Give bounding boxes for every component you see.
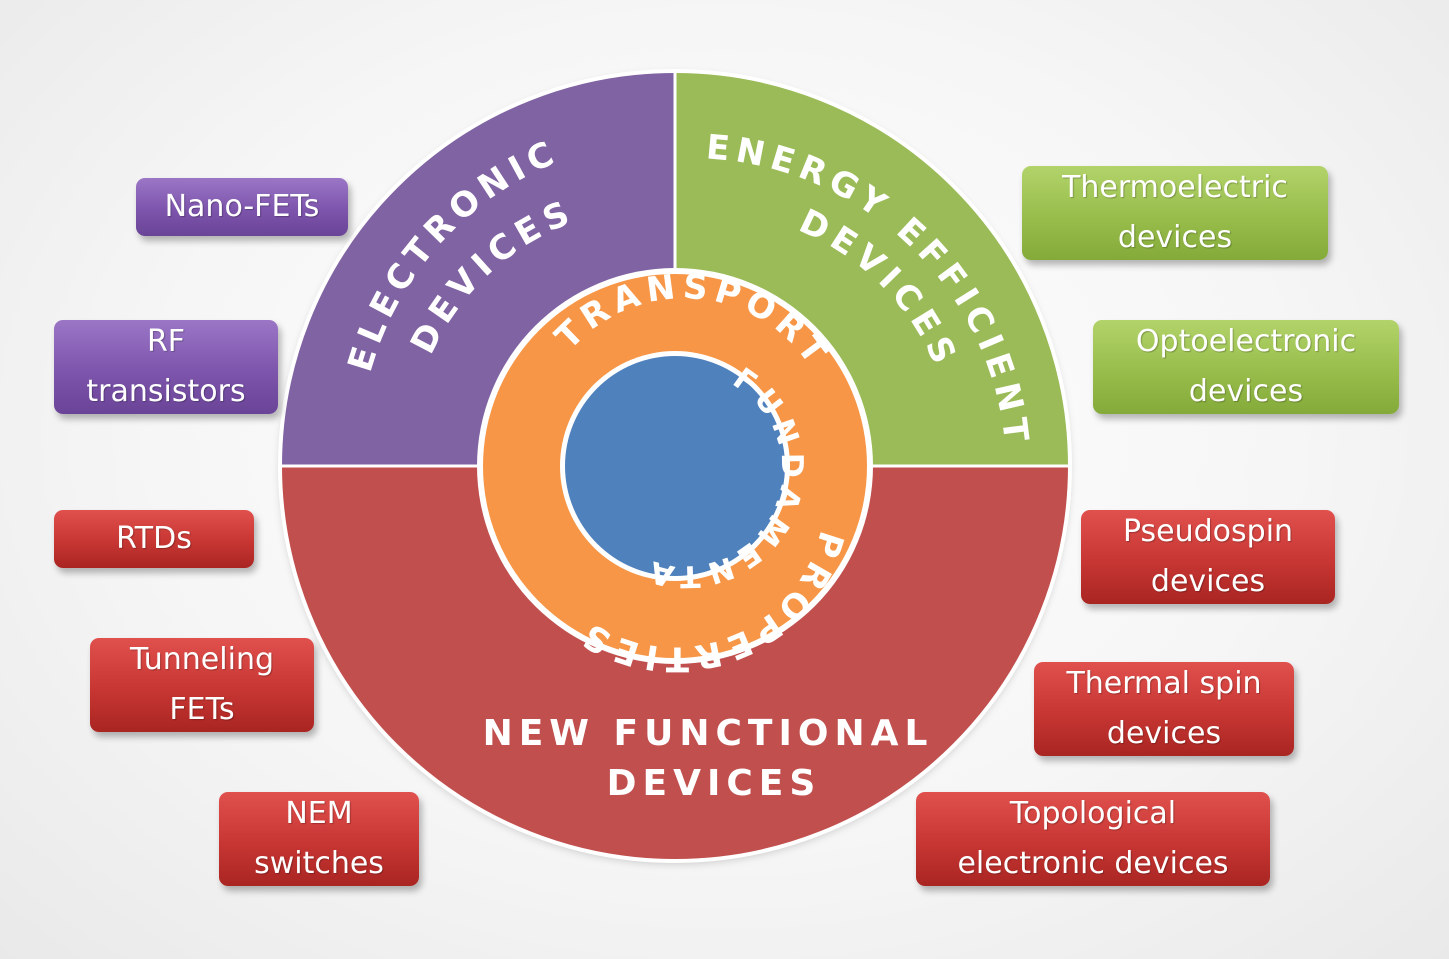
tag-line: RTDs [116,521,192,556]
tag-line: devices [1117,220,1233,255]
tag-pseudospin-devices: Pseudospin devices [1081,510,1335,604]
tag-rf-transistors: RF transistors [54,320,278,414]
tag-thermoelectric-devices: Thermoelectric devices [1022,166,1328,260]
tag-rtds: RTDs [54,510,254,568]
functional-line-2: DEVICES [607,763,822,804]
tag-thermal-spin-devices: Thermal spin devices [1034,662,1294,756]
tag-line: Pseudospin [1122,514,1294,549]
fundamentals-core [565,356,785,576]
tag-line: Tunneling [130,642,274,677]
tag-line: Optoelectronic [1135,324,1357,359]
tag-line: devices [1106,716,1222,751]
tag-optoelectronic-devices: Optoelectronic devices [1093,320,1399,414]
tag-line: devices [1188,374,1304,409]
tag-line: transistors [86,374,246,409]
tag-line: Topological [1009,796,1177,831]
tag-nano-fets: Nano-FETs [136,178,348,236]
tag-line: Nano-FETs [164,189,320,224]
tag-line: NEM [285,796,353,831]
tag-line: devices [1150,564,1266,599]
tag-nem-switches: NEM switches [219,792,419,886]
tag-topological-electronic-devices: Topological electronic devices [916,792,1270,886]
tag-line: electronic devices [957,846,1229,881]
tag-line: Thermal spin [1066,666,1262,701]
tag-line: Thermoelectric [1062,170,1288,205]
tag-line: RF [146,324,186,359]
tag-line: FETs [169,692,235,727]
tag-line: switches [254,846,384,881]
functional-line-1: NEW FUNCTIONAL [483,713,934,754]
